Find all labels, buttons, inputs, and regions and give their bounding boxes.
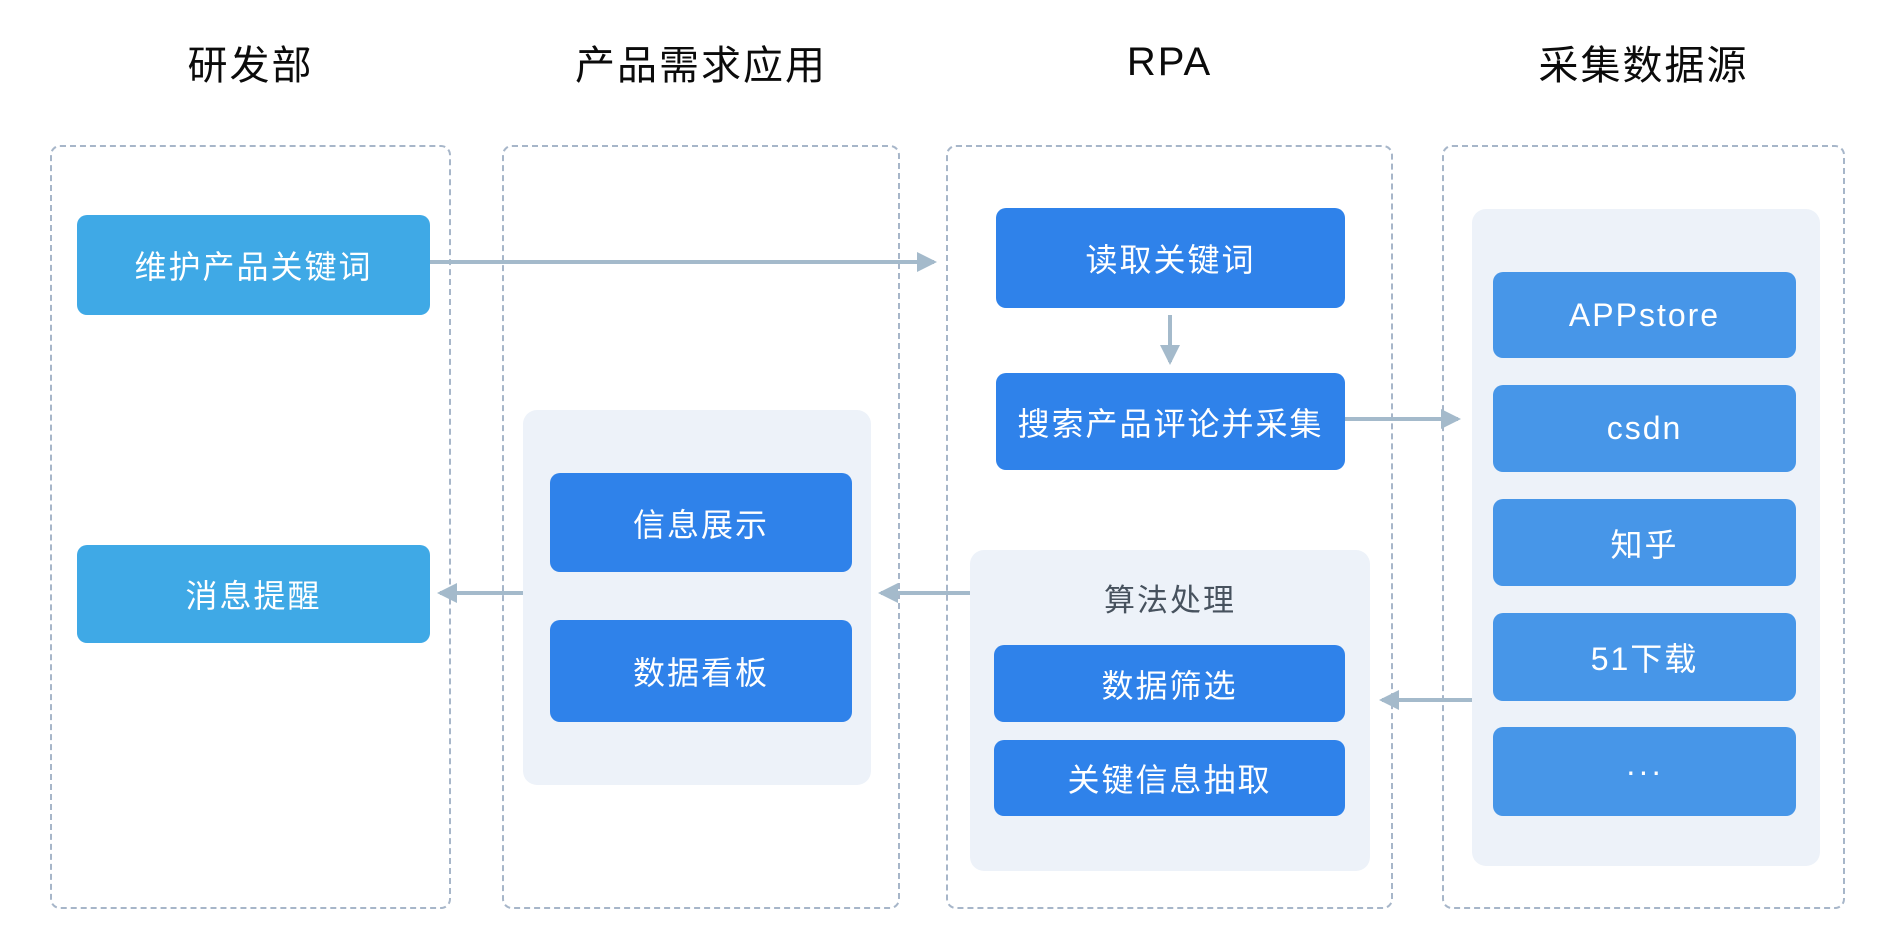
node-search-collect-comments: 搜索产品评论并采集 <box>996 373 1345 470</box>
node-info-display: 信息展示 <box>550 473 852 572</box>
node-maintain-keywords: 维护产品关键词 <box>77 215 430 315</box>
column-header-product-app: 产品需求应用 <box>575 44 827 88</box>
lane-rd-dept <box>50 145 451 909</box>
node-data-filtering: 数据筛选 <box>994 645 1345 722</box>
panel-product-app <box>523 410 871 785</box>
lane-rpa <box>946 145 1393 909</box>
node-zhihu: 知乎 <box>1493 499 1796 586</box>
lane-data-sources <box>1442 145 1845 909</box>
node-appstore: APPstore <box>1493 272 1796 358</box>
node-csdn: csdn <box>1493 385 1796 472</box>
panel-title-algorithm-processing: 算法处理 <box>1104 582 1236 618</box>
column-header-rd-dept: 研发部 <box>187 44 314 88</box>
lane-product-app <box>502 145 900 909</box>
column-header-rpa: RPA <box>1126 39 1213 84</box>
node-read-keywords: 读取关键词 <box>996 208 1345 308</box>
node-more-sources: ··· <box>1493 727 1796 816</box>
node-51-download: 51下载 <box>1493 613 1796 701</box>
node-data-dashboard: 数据看板 <box>550 620 852 722</box>
node-message-alert: 消息提醒 <box>77 545 430 643</box>
node-key-info-extraction: 关键信息抽取 <box>994 740 1345 816</box>
column-header-data-sources: 采集数据源 <box>1538 44 1749 88</box>
